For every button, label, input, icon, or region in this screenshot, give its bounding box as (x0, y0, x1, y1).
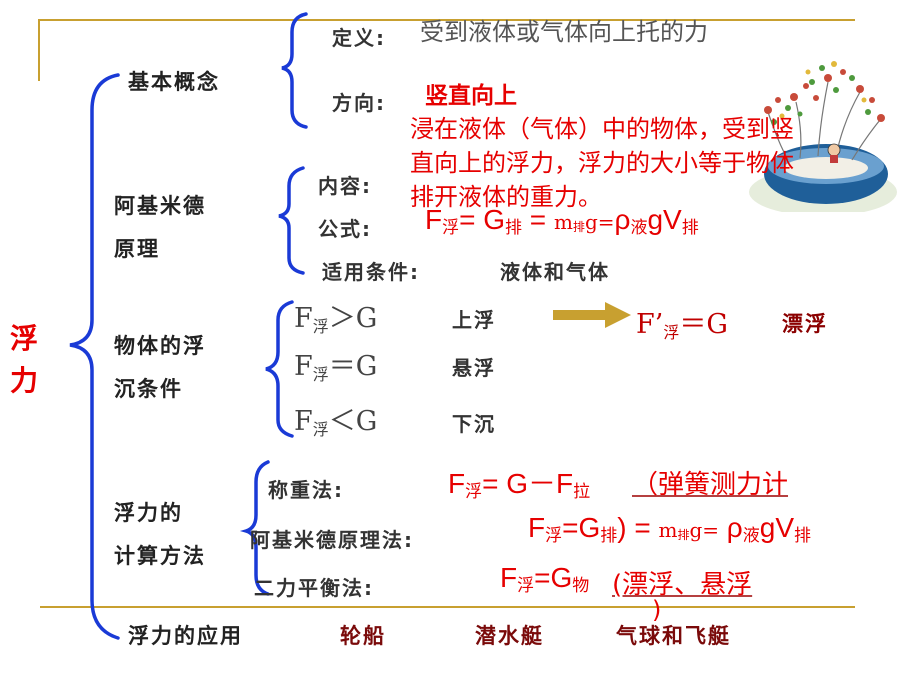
basic-concept-label: 基本概念 (128, 70, 220, 94)
flower-bowl-illustration (748, 42, 898, 216)
scope-value: 液体和气体 (500, 260, 610, 284)
archimedes-method-formula: F浮=G排) = m排g= ρ液gV排 (528, 512, 811, 545)
archimedes-label-line1: 阿基米德 (114, 194, 206, 218)
calculation-label-line2: 计算方法 (114, 544, 206, 568)
condition-row-suspend: F浮＝G (294, 351, 378, 384)
method-weighing: 称重法: (268, 478, 344, 502)
definition-value: 受到液体或气体向上托的力 (420, 18, 708, 46)
condition-row-sink: F浮＜G (294, 406, 378, 439)
calculation-label-line1: 浮力的 (114, 501, 183, 525)
archimedes-label-line2: 原理 (114, 237, 160, 261)
direction-value: 竖直向上 (425, 83, 517, 109)
condition-result-suspend: 悬浮 (452, 356, 496, 380)
conditions-label-line1: 物体的浮 (114, 334, 206, 358)
method-archimedes: 阿基米德原理法: (250, 528, 414, 552)
content-key: 内容: (318, 174, 372, 198)
balance-formula: F浮=G物 (500, 562, 590, 595)
balance-note-close: ) (652, 596, 662, 624)
content-value-line2: 直向上的浮力，浮力的大小等于物体 (410, 149, 794, 177)
scope-key: 适用条件: (322, 260, 420, 284)
content-value-line3: 排开液体的重力。 (410, 183, 602, 211)
applications-label: 浮力的应用 (128, 624, 243, 648)
method-balance: 二力平衡法: (254, 576, 374, 600)
application-item: 潜水艇 (475, 624, 544, 648)
archimedes-formula: F浮= G排 = m排g=ρ液gV排 (425, 204, 699, 237)
content-value-line1: 浸在液体（气体）中的物体，受到竖 (410, 115, 794, 143)
application-item: 轮船 (340, 624, 386, 648)
floating-result: 漂浮 (782, 312, 828, 336)
frame-top-line (38, 19, 855, 21)
arrow-right-icon (553, 302, 631, 328)
frame-bottom-line (40, 606, 855, 608)
weighing-formula: F浮= G－F拉 (448, 468, 591, 501)
frame-left-line (38, 19, 40, 81)
formula-key: 公式: (318, 217, 372, 241)
application-item: 气球和飞艇 (616, 624, 731, 648)
weighing-note: （弹簧测力计 (632, 470, 789, 500)
root-topic-char1: 浮力 (10, 322, 43, 397)
floating-condition: F’浮＝G (636, 309, 728, 342)
conditions-label-line2: 沉条件 (114, 377, 183, 401)
condition-row-float-up: F浮＞G (294, 303, 378, 336)
condition-result-sink: 下沉 (452, 412, 496, 436)
balance-note: (漂浮、悬浮 (612, 570, 753, 600)
direction-key: 方向: (332, 91, 386, 115)
condition-result-float-up: 上浮 (452, 308, 496, 332)
definition-key: 定义: (332, 26, 386, 50)
